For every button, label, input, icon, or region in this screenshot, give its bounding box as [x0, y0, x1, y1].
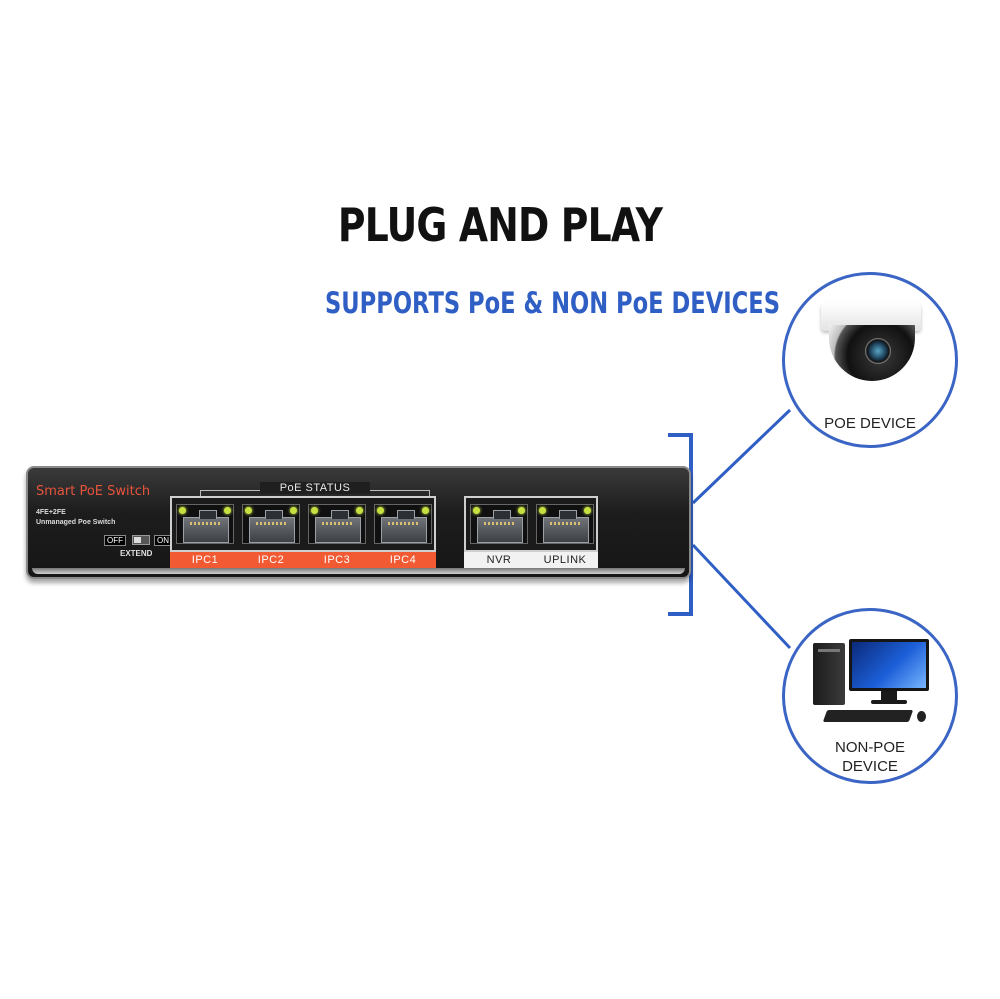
port-ipc2[interactable]	[242, 504, 300, 544]
port-ipc3[interactable]	[308, 504, 366, 544]
poe-status-label: PoE STATUS	[260, 482, 370, 494]
port-label-ipc2: IPC2	[257, 554, 285, 566]
port-label-ipc1: IPC1	[191, 554, 219, 566]
switch-model-line1: 4FE+2FE	[36, 509, 66, 516]
poe-label-bar	[170, 552, 436, 569]
uplink-label-bar	[464, 552, 598, 569]
led-icon	[377, 507, 384, 514]
connector-line-poe	[691, 408, 792, 505]
led-icon	[224, 507, 231, 514]
port-nvr[interactable]	[470, 504, 528, 544]
led-icon	[245, 507, 252, 514]
rj45-icon	[183, 510, 229, 543]
switch-brand: Smart PoE Switch	[36, 484, 151, 499]
port-label-ipc4: IPC4	[389, 554, 417, 566]
port-ipc4[interactable]	[374, 504, 432, 544]
extend-toggle[interactable]	[132, 535, 150, 545]
switch-model-line2: Unmanaged Poe Switch	[36, 519, 116, 526]
led-icon	[422, 507, 429, 514]
connector-line-non-poe	[691, 543, 792, 650]
led-icon	[179, 507, 186, 514]
led-icon	[473, 507, 480, 514]
led-icon	[356, 507, 363, 514]
led-icon	[290, 507, 297, 514]
led-icon	[584, 507, 591, 514]
non-poe-device-circle: NON-POE DEVICE	[782, 608, 958, 784]
led-icon	[311, 507, 318, 514]
rj45-icon	[477, 510, 523, 543]
poe-port-group	[170, 496, 436, 552]
port-uplink[interactable]	[536, 504, 594, 544]
port-label-nvr: NVR	[486, 554, 512, 566]
uplink-port-group	[464, 496, 598, 552]
led-icon	[518, 507, 525, 514]
rj45-icon	[249, 510, 295, 543]
poe-device-label: POE DEVICE	[824, 415, 916, 432]
bracket	[668, 433, 693, 616]
headline: PLUG AND PLAY	[337, 198, 663, 252]
poe-device-circle: POE DEVICE	[782, 272, 958, 448]
port-ipc1[interactable]	[176, 504, 234, 544]
poe-switch: Smart PoE Switch 4FE+2FE Unmanaged Poe S…	[26, 466, 691, 579]
port-label-uplink: UPLINK	[543, 554, 587, 566]
rj45-icon	[543, 510, 589, 543]
extend-label: EXTEND	[120, 549, 153, 558]
toggle-off-label: OFF	[104, 535, 126, 546]
non-poe-device-label-line1: NON-POE	[834, 739, 905, 756]
rj45-icon	[315, 510, 361, 543]
non-poe-device-label-line2: DEVICE	[842, 758, 898, 775]
led-icon	[539, 507, 546, 514]
port-label-ipc3: IPC3	[323, 554, 351, 566]
rj45-icon	[381, 510, 427, 543]
